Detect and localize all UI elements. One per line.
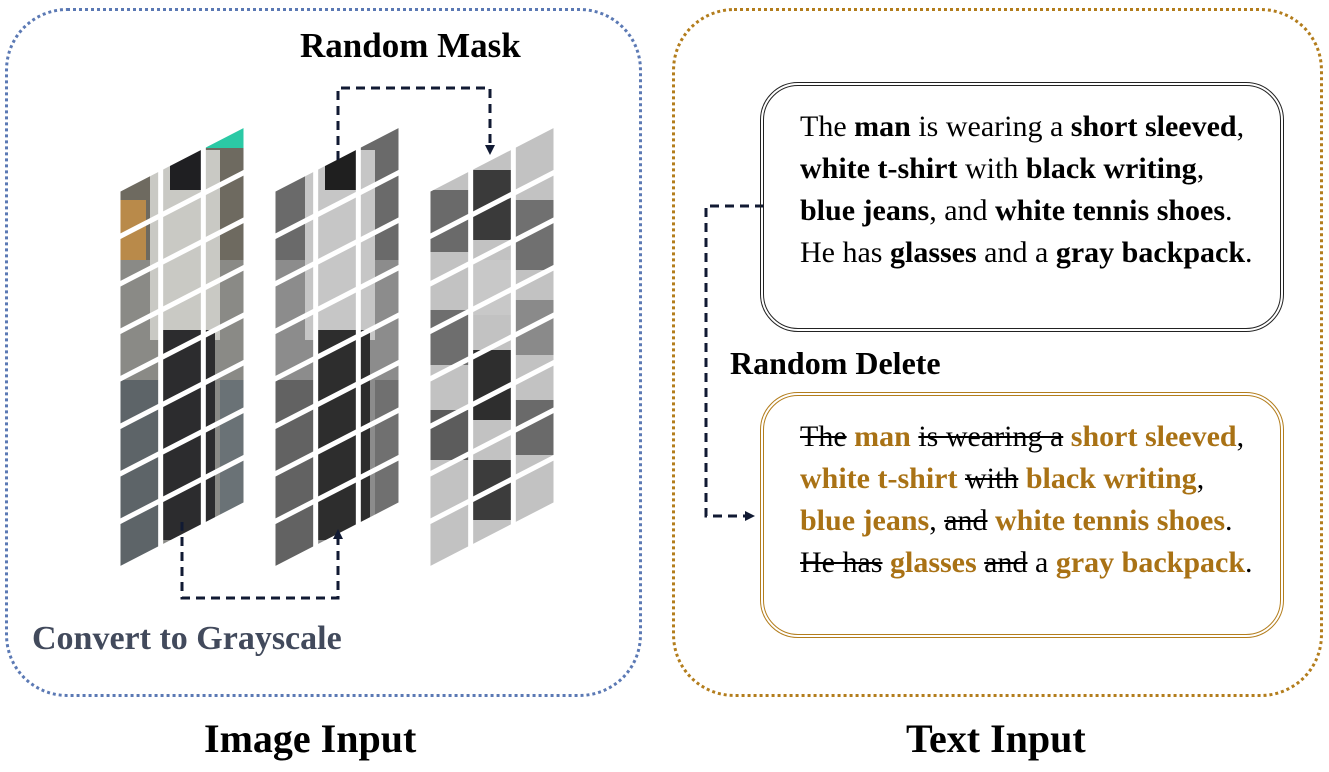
grid-row-line — [271, 264, 403, 335]
grid-row-line — [426, 311, 558, 383]
caption-text: , — [1196, 152, 1205, 185]
caption-text: The — [800, 110, 855, 143]
caption-text: , and — [929, 194, 996, 227]
caption-text: . He has — [800, 194, 1233, 269]
grayscale-arrow — [180, 522, 343, 600]
kept-keyword: gray backpack — [1055, 546, 1246, 579]
grid-row-line — [271, 216, 403, 288]
grid-row-line — [116, 406, 248, 478]
convert-grayscale-label: Convert to Grayscale — [32, 620, 342, 657]
deleted-word: is wearing a — [918, 420, 1064, 453]
caption-text: with — [957, 152, 1026, 185]
deleted-word: and — [944, 504, 988, 537]
mask-arrow — [336, 86, 495, 160]
delete-arrow — [704, 204, 764, 521]
caption-text — [882, 546, 890, 579]
kept-keyword: man — [854, 420, 911, 453]
keyword-phrase: man — [854, 110, 911, 143]
grid-row-line — [271, 406, 403, 478]
grid-row-line — [116, 264, 248, 335]
deleted-word: with — [964, 462, 1019, 495]
grid-row-line — [426, 264, 558, 335]
caption-text: a — [1027, 546, 1056, 579]
grid-row-line — [426, 454, 558, 525]
patch-grid-lines — [115, 119, 559, 575]
caption-text — [1018, 462, 1026, 495]
grid-row-line — [426, 359, 558, 430]
deleted-word: and — [984, 546, 1028, 579]
keyword-phrase: white t-shirt — [800, 152, 958, 185]
caption-text — [1063, 420, 1071, 453]
grid-row-line — [426, 406, 558, 478]
keyword-phrase: glasses — [889, 236, 977, 269]
keyword-phrase: black writing — [1025, 152, 1197, 185]
caption-text: , — [929, 504, 945, 537]
caption-text: is wearing a — [910, 110, 1071, 143]
augmented-caption-box: The man is wearing a short sleeved, whit… — [760, 392, 1284, 638]
random-delete-label: Random Delete — [730, 345, 941, 381]
grid-row-line — [116, 169, 248, 240]
deleted-word: He has — [800, 546, 883, 579]
random-mask-label: Random Mask — [300, 26, 521, 65]
keyword-phrase: white tennis shoes — [995, 194, 1226, 227]
keyword-phrase: short sleeved — [1070, 110, 1237, 143]
text-input-panel — [672, 8, 1323, 697]
grid-row-line — [116, 359, 248, 430]
caption-text — [957, 462, 965, 495]
kept-keyword: short sleeved — [1070, 420, 1237, 453]
original-caption-box: The man is wearing a short sleeved, whit… — [760, 82, 1284, 332]
grid-row-line — [271, 311, 403, 383]
grid-row-line — [426, 216, 558, 288]
kept-keyword: blue jeans — [800, 504, 930, 537]
grid-row-line — [426, 169, 558, 240]
kept-keyword: glasses — [889, 546, 977, 579]
grid-row-line — [116, 454, 248, 525]
image-input-panel — [5, 8, 642, 697]
kept-keyword: black writing — [1025, 462, 1197, 495]
grid-row-line — [116, 311, 248, 383]
caption-text — [988, 504, 996, 537]
text-input-caption: Text Input — [906, 716, 1086, 761]
keyword-phrase: gray backpack — [1055, 236, 1245, 269]
caption-text: and a — [976, 236, 1056, 269]
kept-keyword: white t-shirt — [800, 462, 958, 495]
caption-text: , — [1236, 420, 1245, 453]
caption-text: . — [1245, 236, 1253, 269]
grid-row-line — [271, 169, 403, 240]
keyword-phrase: blue jeans — [800, 194, 930, 227]
grid-row-line — [116, 216, 248, 288]
grid-row-line — [271, 454, 403, 525]
image-input-caption: Image Input — [204, 716, 417, 761]
deleted-word: The — [800, 420, 847, 453]
caption-text: . — [1245, 546, 1253, 579]
caption-text: , — [1236, 110, 1245, 143]
caption-text: , — [1196, 462, 1205, 495]
caption-text: . — [1225, 504, 1233, 537]
kept-keyword: white tennis shoes — [995, 504, 1226, 537]
grid-row-line — [271, 359, 403, 430]
